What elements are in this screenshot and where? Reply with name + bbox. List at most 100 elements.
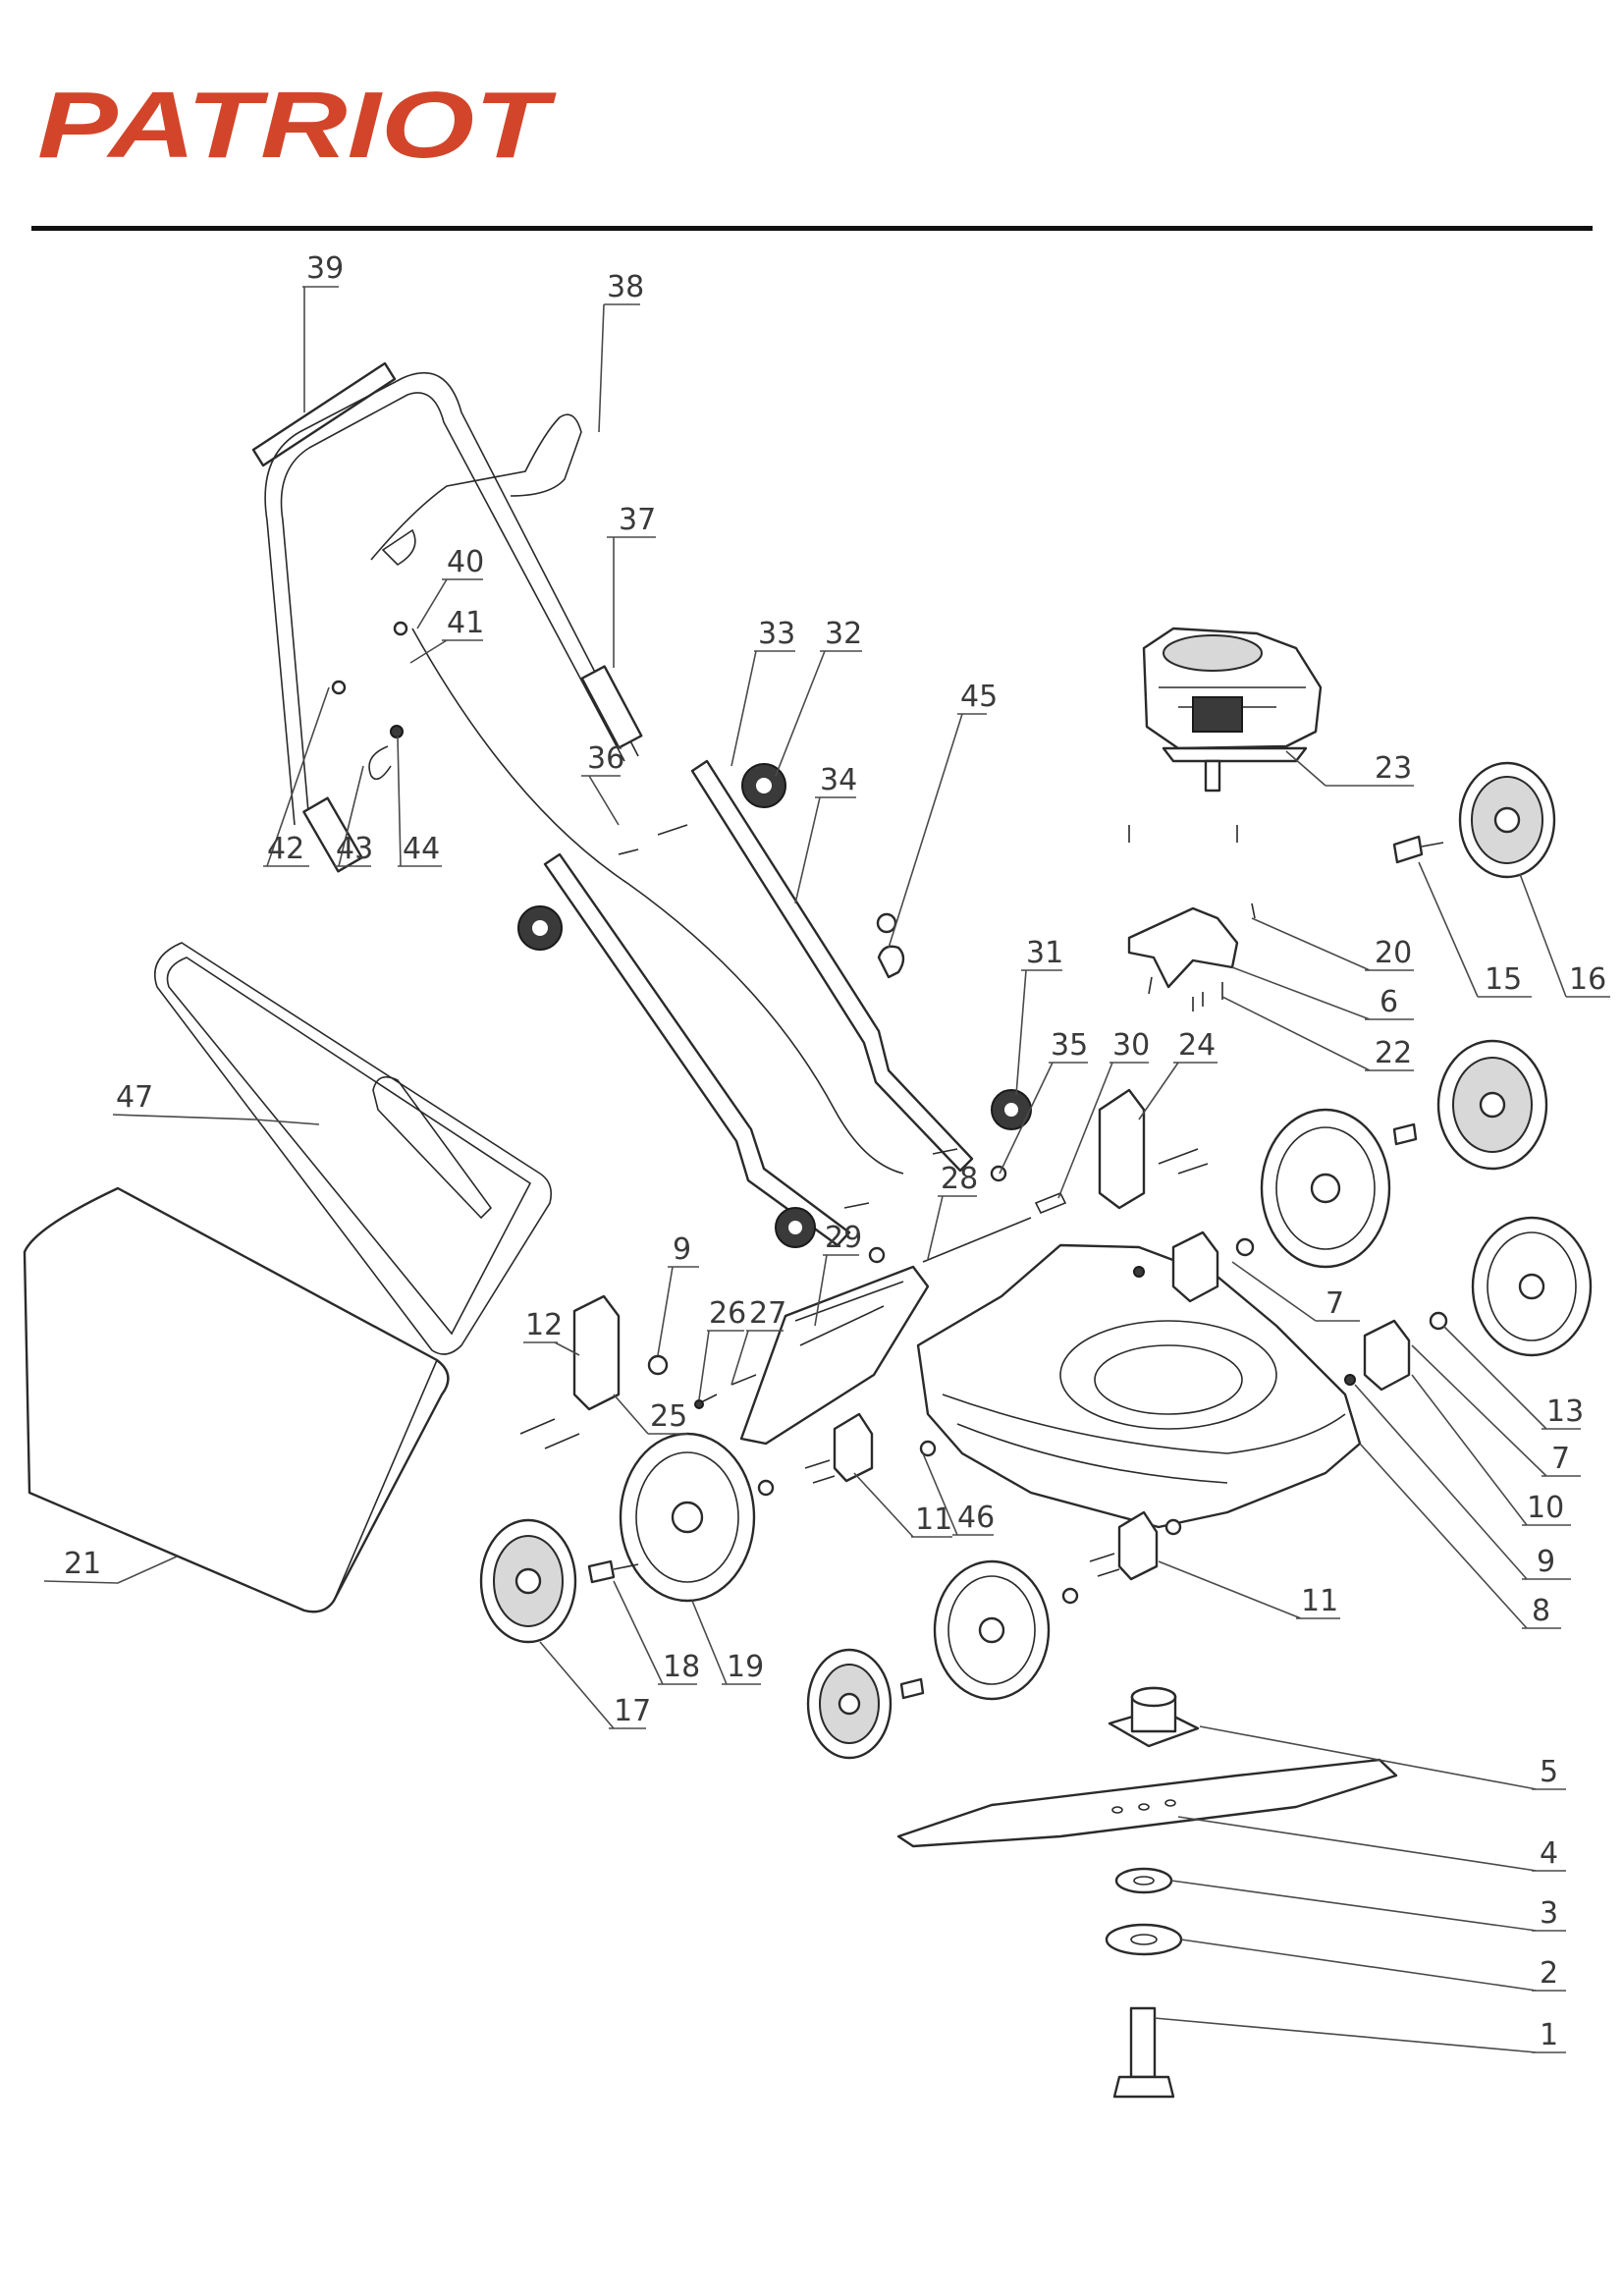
callout-10: 10 [1527, 1491, 1564, 1525]
callout-16: 16 [1569, 962, 1606, 997]
part-washer-2 [1105, 1923, 1183, 1956]
part-hubcap-front-left [806, 1648, 893, 1760]
part-blade-4 [896, 1758, 1398, 1848]
callout-24: 24 [1178, 1028, 1216, 1063]
part-rear-flap-29 [739, 1265, 930, 1446]
header-divider [31, 226, 1593, 231]
callout-19: 19 [727, 1650, 764, 1684]
callout-3: 3 [1540, 1896, 1558, 1931]
callout-36: 36 [587, 741, 624, 776]
callout-29: 29 [825, 1221, 862, 1255]
callout-11-front: 11 [1301, 1584, 1338, 1618]
callout-1: 1 [1540, 2018, 1558, 2052]
part-clip-45 [877, 945, 905, 979]
part-axle-bolt-front-left [899, 1677, 925, 1700]
callout-21: 21 [64, 1547, 101, 1581]
part-knob-32 [741, 763, 786, 808]
callout-22: 22 [1375, 1036, 1412, 1070]
part-knob-31 [991, 1089, 1032, 1130]
callout-28: 28 [941, 1162, 978, 1196]
part-axle-bolt-mid [1392, 1122, 1418, 1146]
logo-text: PATRIOT [37, 81, 557, 169]
callout-20: 20 [1375, 936, 1412, 970]
callout-35: 35 [1051, 1028, 1088, 1063]
part-hubcap-right-mid [1436, 1039, 1548, 1171]
callout-18: 18 [663, 1650, 700, 1684]
part-blade-adapter-5 [1108, 1686, 1200, 1748]
callout-47: 47 [116, 1080, 153, 1115]
part-height-bracket-24 [1098, 1088, 1209, 1210]
callout-8: 8 [1532, 1594, 1550, 1628]
part-lower-handle-right [690, 759, 974, 1173]
part-hubcap-17 [479, 1518, 577, 1644]
part-handle-grip [251, 361, 397, 467]
callout-34: 34 [820, 763, 857, 797]
callout-23: 23 [1375, 751, 1412, 786]
part-hinge-spring [694, 1374, 757, 1409]
callout-26: 26 [709, 1296, 746, 1331]
part-front-bracket-10 [1344, 1311, 1448, 1392]
part-knob-left-upper [517, 905, 563, 951]
callout-31: 31 [1026, 936, 1063, 970]
part-wheel-far-right [1471, 1216, 1593, 1357]
callout-labels: 39 38 37 40 41 33 32 45 36 34 42 43 44 2… [64, 251, 1606, 2052]
callout-40: 40 [447, 545, 484, 579]
part-bracket-11-front [1061, 1510, 1182, 1605]
callout-32: 32 [825, 617, 862, 651]
callout-15: 15 [1485, 962, 1522, 997]
part-axle-bolt-18 [587, 1559, 639, 1584]
part-spring-30 [1034, 1191, 1067, 1215]
callout-25: 25 [650, 1399, 687, 1434]
callout-17: 17 [614, 1694, 651, 1728]
part-rear-bracket-left [519, 1294, 669, 1449]
part-bail-lever [370, 413, 582, 567]
callout-44: 44 [403, 832, 440, 866]
callout-9-top: 9 [673, 1232, 691, 1267]
part-blade-bolt-1 [1112, 2006, 1175, 2099]
part-grass-bag-21 [23, 1186, 450, 1613]
callout-27: 27 [749, 1296, 786, 1331]
part-engine [1142, 627, 1323, 793]
callout-13: 13 [1546, 1394, 1584, 1429]
part-axle-bolt-15 [1392, 835, 1444, 864]
callout-12: 12 [525, 1308, 563, 1342]
callout-9-bottom: 9 [1537, 1545, 1555, 1579]
callout-30: 30 [1112, 1028, 1150, 1063]
callout-41: 41 [447, 606, 484, 640]
leader-lines [43, 286, 1610, 2053]
part-front-bracket-7 [1133, 1230, 1255, 1303]
callout-39: 39 [306, 251, 344, 286]
part-wheel-rear-left-19 [619, 1432, 756, 1603]
callout-46: 46 [957, 1501, 995, 1535]
part-hubcap-16 [1458, 761, 1556, 879]
callout-4: 4 [1540, 1836, 1558, 1871]
callout-33: 33 [758, 617, 795, 651]
callout-2: 2 [1540, 1956, 1558, 1991]
callout-45: 45 [960, 680, 998, 714]
part-deflector-bracket [1127, 902, 1256, 1011]
part-mower-deck-8 [916, 1243, 1362, 1529]
callout-11-rear: 11 [915, 1503, 952, 1537]
callout-43: 43 [336, 832, 373, 866]
part-small-bolts [331, 621, 1007, 1264]
callout-42: 42 [267, 832, 304, 866]
callout-7-bottom: 7 [1551, 1442, 1570, 1476]
callout-37: 37 [619, 503, 656, 537]
part-rod-28 [922, 1217, 1032, 1263]
part-knob-left-lower [775, 1207, 816, 1248]
part-upper-handle [264, 371, 643, 873]
part-bag-frame-47 [154, 942, 553, 1355]
part-control-cable [411, 628, 904, 1175]
part-wheel-rear-right [1260, 1108, 1391, 1269]
callout-7-top: 7 [1325, 1286, 1344, 1321]
callout-6: 6 [1380, 985, 1398, 1019]
callout-38: 38 [607, 270, 644, 304]
part-engine-screws [1128, 825, 1238, 843]
part-lower-handle-left [543, 852, 851, 1247]
part-washer-3 [1114, 1867, 1173, 1894]
part-wheel-front-left [933, 1559, 1051, 1701]
part-bracket-11-left [757, 1412, 937, 1497]
patriot-logo: PATRIOT [37, 81, 557, 169]
callout-5: 5 [1540, 1755, 1558, 1789]
